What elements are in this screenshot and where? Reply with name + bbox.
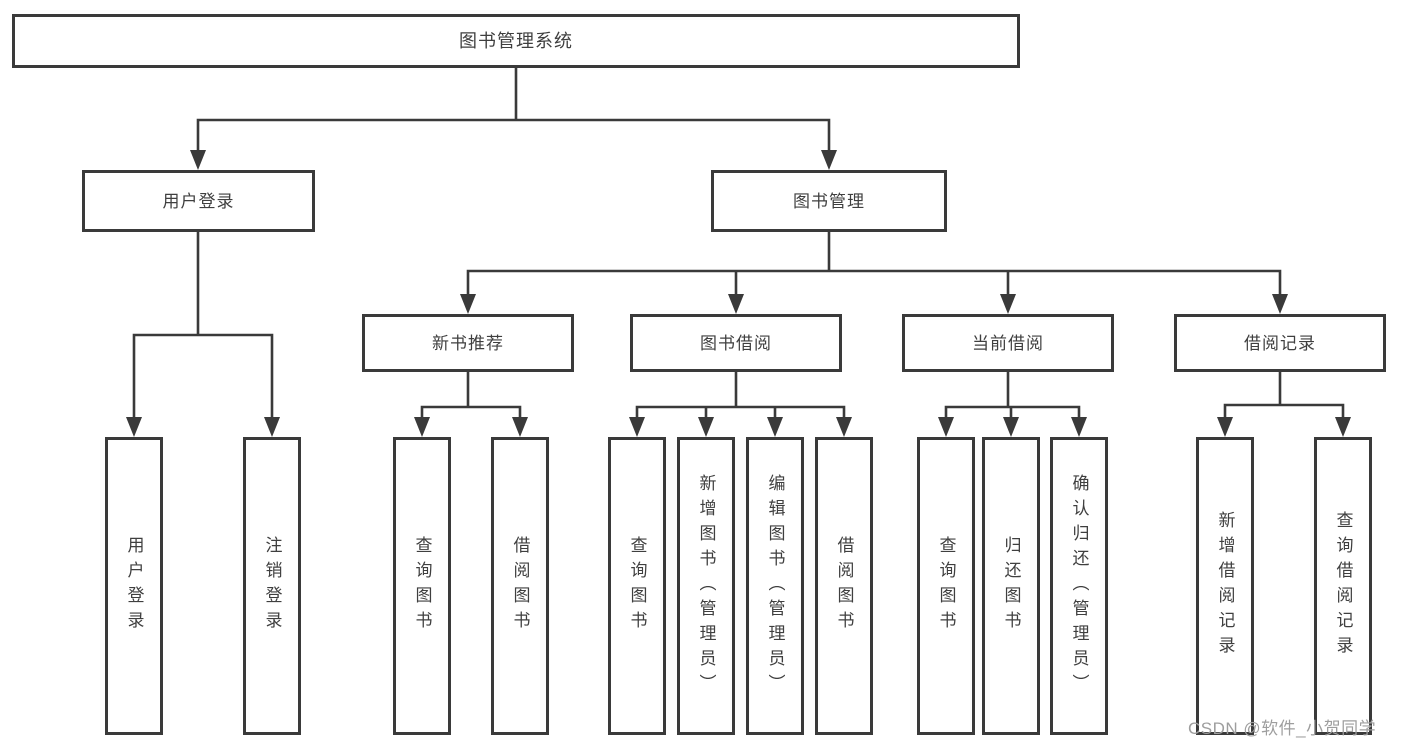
leaf-query-books-borrowing: 查询图书 xyxy=(608,437,666,735)
node-current-borrowing: 当前借阅 xyxy=(902,314,1114,372)
leaf-borrow-books-newbook: 借阅图书 xyxy=(491,437,549,735)
leaf-add-book-admin: 新增图书（管理员） xyxy=(677,437,735,735)
leaf-return-book: 归还图书 xyxy=(982,437,1040,735)
leaf-confirm-return-admin: 确认归还（管理员） xyxy=(1050,437,1108,735)
node-book-management: 图书管理 xyxy=(711,170,947,232)
node-book-borrowing: 图书借阅 xyxy=(630,314,842,372)
leaf-logout: 注销登录 xyxy=(243,437,301,735)
node-borrowing-records: 借阅记录 xyxy=(1174,314,1386,372)
leaf-add-borrow-record: 新增借阅记录 xyxy=(1196,437,1254,735)
leaf-query-books-current: 查询图书 xyxy=(917,437,975,735)
leaf-query-books-newbook: 查询图书 xyxy=(393,437,451,735)
node-library-management-system: 图书管理系统 xyxy=(12,14,1020,68)
leaf-borrow-books-borrowing: 借阅图书 xyxy=(815,437,873,735)
watermark-text: CSDN @软件_小贺同学 xyxy=(1188,719,1377,738)
node-user-login: 用户登录 xyxy=(82,170,315,232)
leaf-edit-book-admin: 编辑图书（管理员） xyxy=(746,437,804,735)
leaf-query-borrow-record: 查询借阅记录 xyxy=(1314,437,1372,735)
leaf-user-login: 用户登录 xyxy=(105,437,163,735)
node-new-book-recommendation: 新书推荐 xyxy=(362,314,574,372)
